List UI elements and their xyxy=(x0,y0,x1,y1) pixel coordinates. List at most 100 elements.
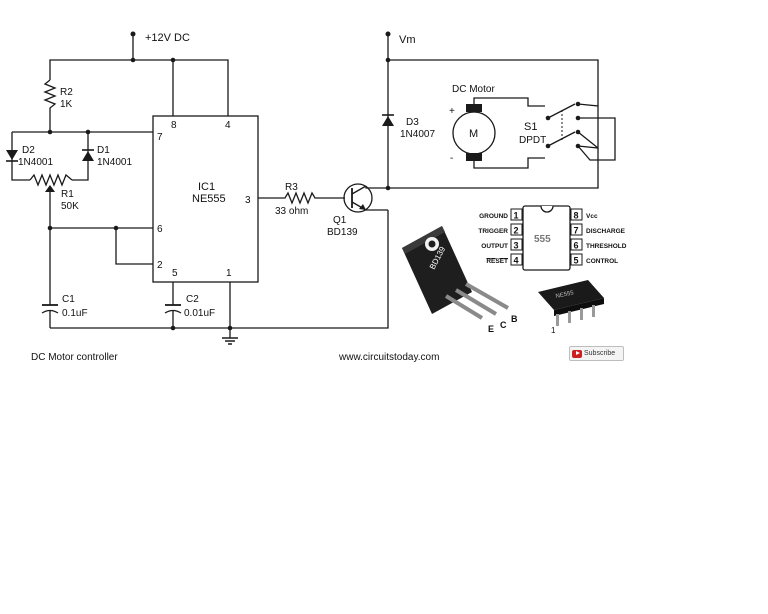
pinout-pin-box xyxy=(510,208,523,221)
s1-cross-wire xyxy=(577,131,599,149)
bd139-package-illustration: BD139 xyxy=(402,226,509,320)
ic1-pin4: 4 xyxy=(225,120,231,131)
q1-emitter-arrow xyxy=(359,204,366,210)
pinout-pin-box xyxy=(570,253,583,266)
junction xyxy=(385,185,391,191)
youtube-icon xyxy=(572,349,582,358)
q1-transistor xyxy=(343,183,373,213)
motor-symbol xyxy=(452,111,496,155)
d3-part: 1N4007 xyxy=(400,129,435,140)
ic1-body xyxy=(152,115,259,283)
pinout-pin-box xyxy=(570,208,583,221)
s1-ref: S1 xyxy=(524,121,537,133)
ic1-pin7: 7 xyxy=(157,132,163,143)
r1-ref: R1 xyxy=(61,189,74,200)
bd139-pin-e: E xyxy=(488,324,494,334)
junction xyxy=(170,57,176,63)
pinout-left-name: GROUND xyxy=(479,213,508,220)
ic1-part: NE555 xyxy=(192,193,226,205)
vm-label: Vm xyxy=(399,34,416,46)
d2-diode xyxy=(6,150,18,160)
c2-ref: C2 xyxy=(186,294,199,305)
motor-top-wire xyxy=(473,97,545,107)
pinout-chip-label: 555 xyxy=(534,234,551,245)
c1-value: 0.1uF xyxy=(62,308,88,319)
junction xyxy=(170,325,176,331)
dip-photo-text: NE555 xyxy=(555,290,575,300)
junction xyxy=(113,225,119,231)
s1-cross-wire xyxy=(577,103,599,149)
return-rail xyxy=(388,148,599,189)
pinout-left-name: TRIGGER xyxy=(478,228,508,235)
pinout-right-name: DISCHARGE xyxy=(586,228,626,235)
website-credit: www.circuitstoday.com xyxy=(338,352,439,363)
d3-ref: D3 xyxy=(406,117,419,128)
r2-resistor xyxy=(43,79,57,132)
r3-value: 33 ohm xyxy=(275,206,308,217)
s1-part: DPDT xyxy=(519,135,546,146)
r3-resistor xyxy=(258,191,345,205)
pinout-pin-number: 6 xyxy=(574,241,579,251)
pinout-right-name: Vcc xyxy=(586,213,598,220)
c2-value: 0.01uF xyxy=(184,308,215,319)
pinout-left-name: RESET xyxy=(486,258,508,265)
pinout-pin-box xyxy=(570,223,583,236)
diagram-caption: DC Motor controller xyxy=(31,352,118,363)
c2-plate-curved xyxy=(164,309,182,314)
pinout-right-name: CONTROL xyxy=(586,258,618,265)
r2-ref: R2 xyxy=(60,87,73,98)
bd139-pin-b: B xyxy=(511,314,518,324)
ic1-pin3: 3 xyxy=(245,195,251,206)
pinout-left-name: OUTPUT xyxy=(481,243,508,250)
d2-wire xyxy=(11,132,30,181)
ground-rail xyxy=(50,210,389,329)
pinout-pin-box xyxy=(510,253,523,266)
motor-plus: + xyxy=(449,106,455,117)
pinout-pin-number: 4 xyxy=(514,256,519,266)
ic1-pin2: 2 xyxy=(157,260,163,271)
pinout-pin-number: 1 xyxy=(514,211,519,221)
bd139-pin-c: C xyxy=(500,320,507,330)
pinout-pin-box xyxy=(510,238,523,251)
vm-rail xyxy=(388,59,599,106)
motor-minus: - xyxy=(450,153,453,164)
dip-pin1-label: 1 xyxy=(551,326,556,335)
r3-ref: R3 xyxy=(285,182,298,193)
pinout-pin-number: 7 xyxy=(574,226,579,236)
ic1-pin6: 6 xyxy=(157,224,163,235)
pinout-pin-box xyxy=(510,223,523,236)
motor-symbol-letter: M xyxy=(469,128,478,140)
vcc-terminal xyxy=(130,31,136,37)
r1-potentiometer xyxy=(29,173,73,187)
pin2-wire xyxy=(115,228,153,265)
c1-plate-curved xyxy=(41,309,59,314)
motor-bottom-wire xyxy=(473,157,545,169)
d2-part: 1N4001 xyxy=(18,157,53,168)
q1-ref: Q1 xyxy=(333,215,347,226)
junction xyxy=(385,57,391,63)
pinout-pin-box xyxy=(570,238,583,251)
pinout-right-name: THRESHOLD xyxy=(586,243,627,250)
r1-wiper-arrow xyxy=(45,185,55,192)
pinout-pin-number: 5 xyxy=(574,256,579,266)
vm-terminal xyxy=(385,31,391,37)
d3-diode xyxy=(382,116,394,126)
pinout-pin-number: 3 xyxy=(514,241,519,251)
pinout-pin-number: 2 xyxy=(514,226,519,236)
d2-ref: D2 xyxy=(22,145,35,156)
q1-collector-leg xyxy=(351,185,367,195)
motor-brush-top xyxy=(466,104,482,112)
d1-part: 1N4001 xyxy=(97,157,132,168)
vcc-rail xyxy=(49,59,229,116)
d1-wire xyxy=(72,132,89,181)
vcc-label: +12V DC xyxy=(145,32,190,44)
junction xyxy=(47,225,53,231)
ic1-pin8: 8 xyxy=(171,120,177,131)
ic1-pin1: 1 xyxy=(226,268,232,279)
subscribe-button[interactable]: Subscribe xyxy=(569,346,624,361)
d1-ref: D1 xyxy=(97,145,110,156)
d1-diode xyxy=(82,151,94,161)
motor-label: DC Motor xyxy=(452,84,495,95)
motor-brush-bottom xyxy=(466,153,482,161)
